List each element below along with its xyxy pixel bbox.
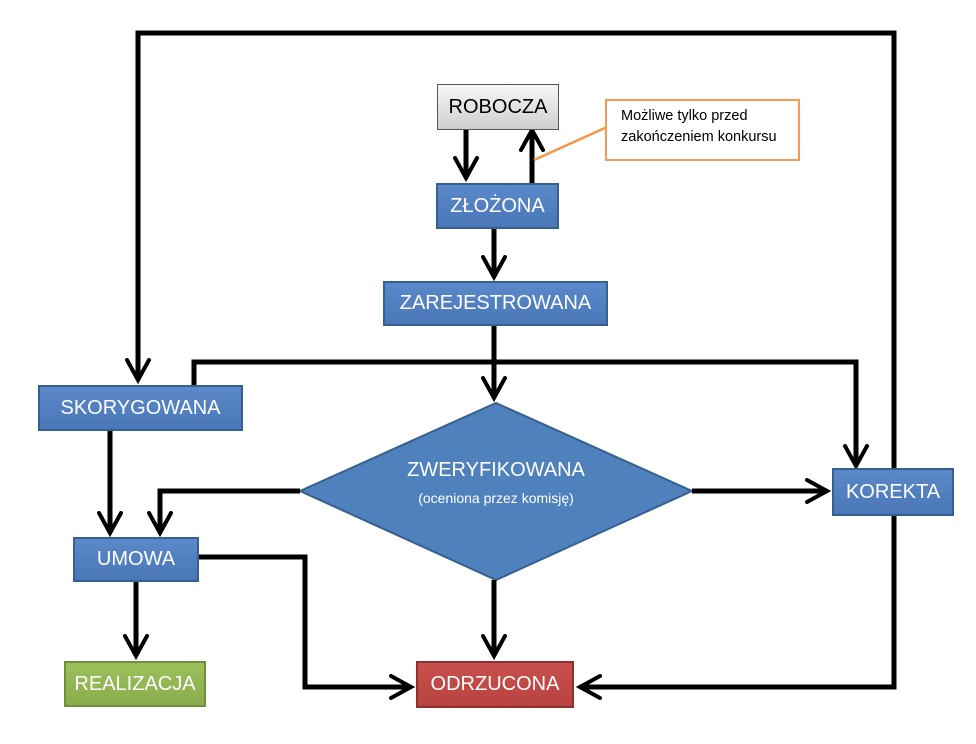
node-robocza-label: ROBOCZA [448,95,548,118]
node-korekta-label: KOREKTA [845,480,941,503]
node-skorygowana-label: SKORYGOWANA [60,396,221,419]
node-zlozona[interactable]: ZŁOŻONA [436,183,559,229]
node-realizacja[interactable]: REALIZACJA [64,661,206,707]
node-zweryfikowana-sublabel: (oceniona przez komisję) [418,490,574,506]
node-odrzucona-label: ODRZUCONA [430,673,560,695]
node-umowa[interactable]: UMOWA [73,537,199,582]
node-umowa-label: UMOWA [96,548,176,570]
node-zweryfikowana-text: ZWERYFIKOWANA (oceniona przez komisję) [380,459,612,506]
note-box: Możliwe tylko przed zakończeniem konkurs… [605,99,800,161]
arrow-korekta-odrzucona [580,516,897,687]
note-connector [533,125,608,162]
node-korekta[interactable]: KOREKTA [832,468,954,516]
arrow-korekta-skorygowana [138,30,897,468]
node-odrzucona[interactable]: ODRZUCONA [416,661,574,708]
arrow-umowa-odrzucona [199,554,411,687]
node-zweryfikowana-label: ZWERYFIKOWANA [407,459,585,481]
note-line-1: Możliwe tylko przed [621,108,748,124]
node-zarejestrowana-label: ZAREJESTROWANA [399,292,592,314]
arrow-skorygowana-korekta [191,359,856,466]
note-line-2: zakończeniem konkursu [621,129,777,145]
node-zarejestrowana[interactable]: ZAREJESTROWANA [383,281,608,326]
node-skorygowana[interactable]: SKORYGOWANA [38,385,243,431]
node-robocza[interactable]: ROBOCZA [437,84,559,130]
node-realizacja-label: REALIZACJA [74,672,196,695]
arrow-zweryfikowana-umowa [160,488,300,533]
node-zlozona-label: ZŁOŻONA [450,194,545,217]
